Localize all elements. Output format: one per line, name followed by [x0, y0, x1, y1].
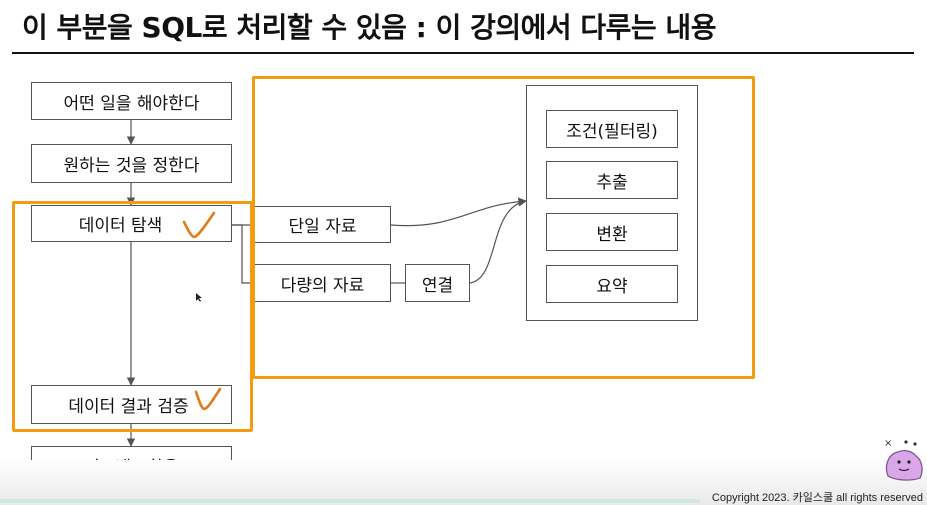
copyright-text: Copyright 2023. 카일스쿨 all rights reserved [711, 492, 923, 504]
single-data-box: 단일 자료 [254, 206, 391, 243]
flow-step-result-validation: 데이터 결과 검증 [31, 385, 232, 424]
ditto-mascot-icon: × [884, 438, 923, 481]
slide-title: 이 부분을 SQL로 처리할 수 있음 : 이 강의에서 다루는 내용 [22, 11, 716, 44]
curve-single-to-ops [390, 197, 527, 227]
footer-fade [0, 460, 927, 505]
op-summarize-box: 요약 [546, 265, 678, 303]
curve-join-to-ops [469, 198, 527, 284]
mouse-cursor-icon [196, 293, 202, 302]
footer-accent-bar [0, 499, 700, 503]
op-filter-box: 조건(필터링) [546, 110, 678, 148]
join-box: 연결 [405, 264, 470, 302]
multiple-data-box: 다량의 자료 [254, 264, 391, 302]
branch-to-multiple [232, 224, 254, 284]
flow-step-data-exploration: 데이터 탐색 [31, 205, 232, 242]
flow-step-define-task: 어떤 일을 해야한다 [31, 82, 232, 120]
checkmark-icon [182, 211, 216, 239]
result-validation-label: 데이터 결과 검증 [68, 397, 189, 417]
svg-text:×: × [884, 438, 892, 449]
op-transform-box: 변환 [546, 213, 678, 251]
highlight-right-region [252, 76, 755, 379]
title-divider [12, 52, 914, 54]
flow-step-set-goal: 원하는 것을 정한다 [31, 144, 232, 183]
data-exploration-label: 데이터 탐색 [78, 216, 163, 236]
op-extract-box: 추출 [546, 161, 678, 199]
checkmark-icon [194, 387, 222, 411]
highlight-left-region [12, 201, 253, 432]
